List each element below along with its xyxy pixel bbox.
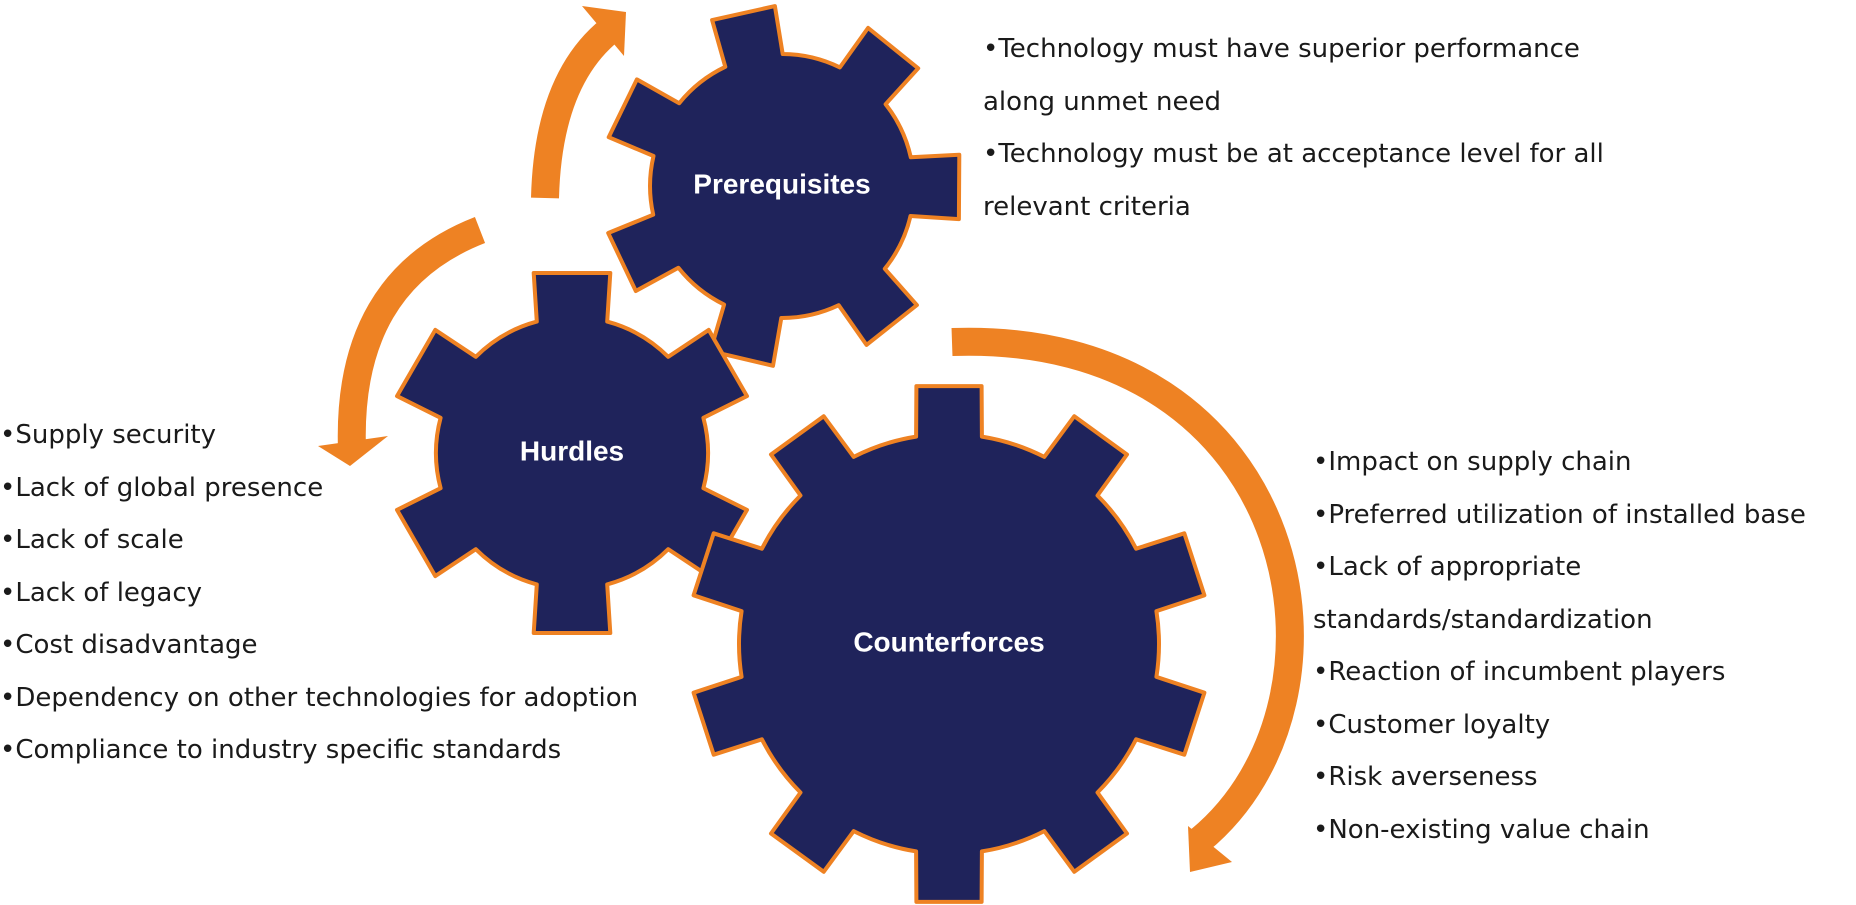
list-item: •Technology must be at acceptance level …: [983, 139, 1604, 222]
counterforces-list: •Impact on supply chain •Preferred utili…: [1313, 436, 1856, 856]
hurdles-gear: [395, 271, 749, 635]
arrow-top: [531, 6, 626, 199]
list-item: •Lack of appropriate standards/standardi…: [1313, 552, 1653, 635]
list-item: •Compliance to industry specific standar…: [0, 735, 562, 765]
prerequisites-gear-label: Prerequisites: [693, 168, 870, 199]
list-item: •Reaction of incumbent players: [1313, 657, 1726, 687]
list-item: •Risk averseness: [1313, 762, 1538, 792]
prerequisites-gear: [606, 4, 962, 368]
list-item: •Lack of legacy: [0, 577, 203, 608]
list-item: •Non-existing value chain: [1313, 814, 1650, 845]
list-item: •Supply security: [0, 420, 217, 450]
arrow-left: [318, 216, 486, 466]
list-item: •Customer loyalty: [1313, 709, 1551, 740]
arrow-right: [951, 327, 1304, 872]
list-item: •Dependency on other technologies for ad…: [0, 682, 639, 713]
list-item: •Lack of global presence: [0, 472, 324, 503]
hurdles-list: •Supply security •Lack of global presenc…: [0, 409, 640, 777]
prerequisites-list: •Technology must have superior performan…: [983, 23, 1643, 233]
hurdles-gear-label: Hurdles: [520, 435, 624, 466]
list-item: •Preferred utilization of installed base: [1313, 499, 1806, 530]
counterforces-gear-label: Counterforces: [853, 626, 1044, 657]
counterforces-gear: [691, 384, 1207, 904]
list-item: •Impact on supply chain: [1313, 447, 1632, 477]
list-item: •Lack of scale: [0, 525, 184, 555]
list-item: •Cost disadvantage: [0, 630, 258, 660]
list-item: •Technology must have superior performan…: [983, 34, 1580, 117]
